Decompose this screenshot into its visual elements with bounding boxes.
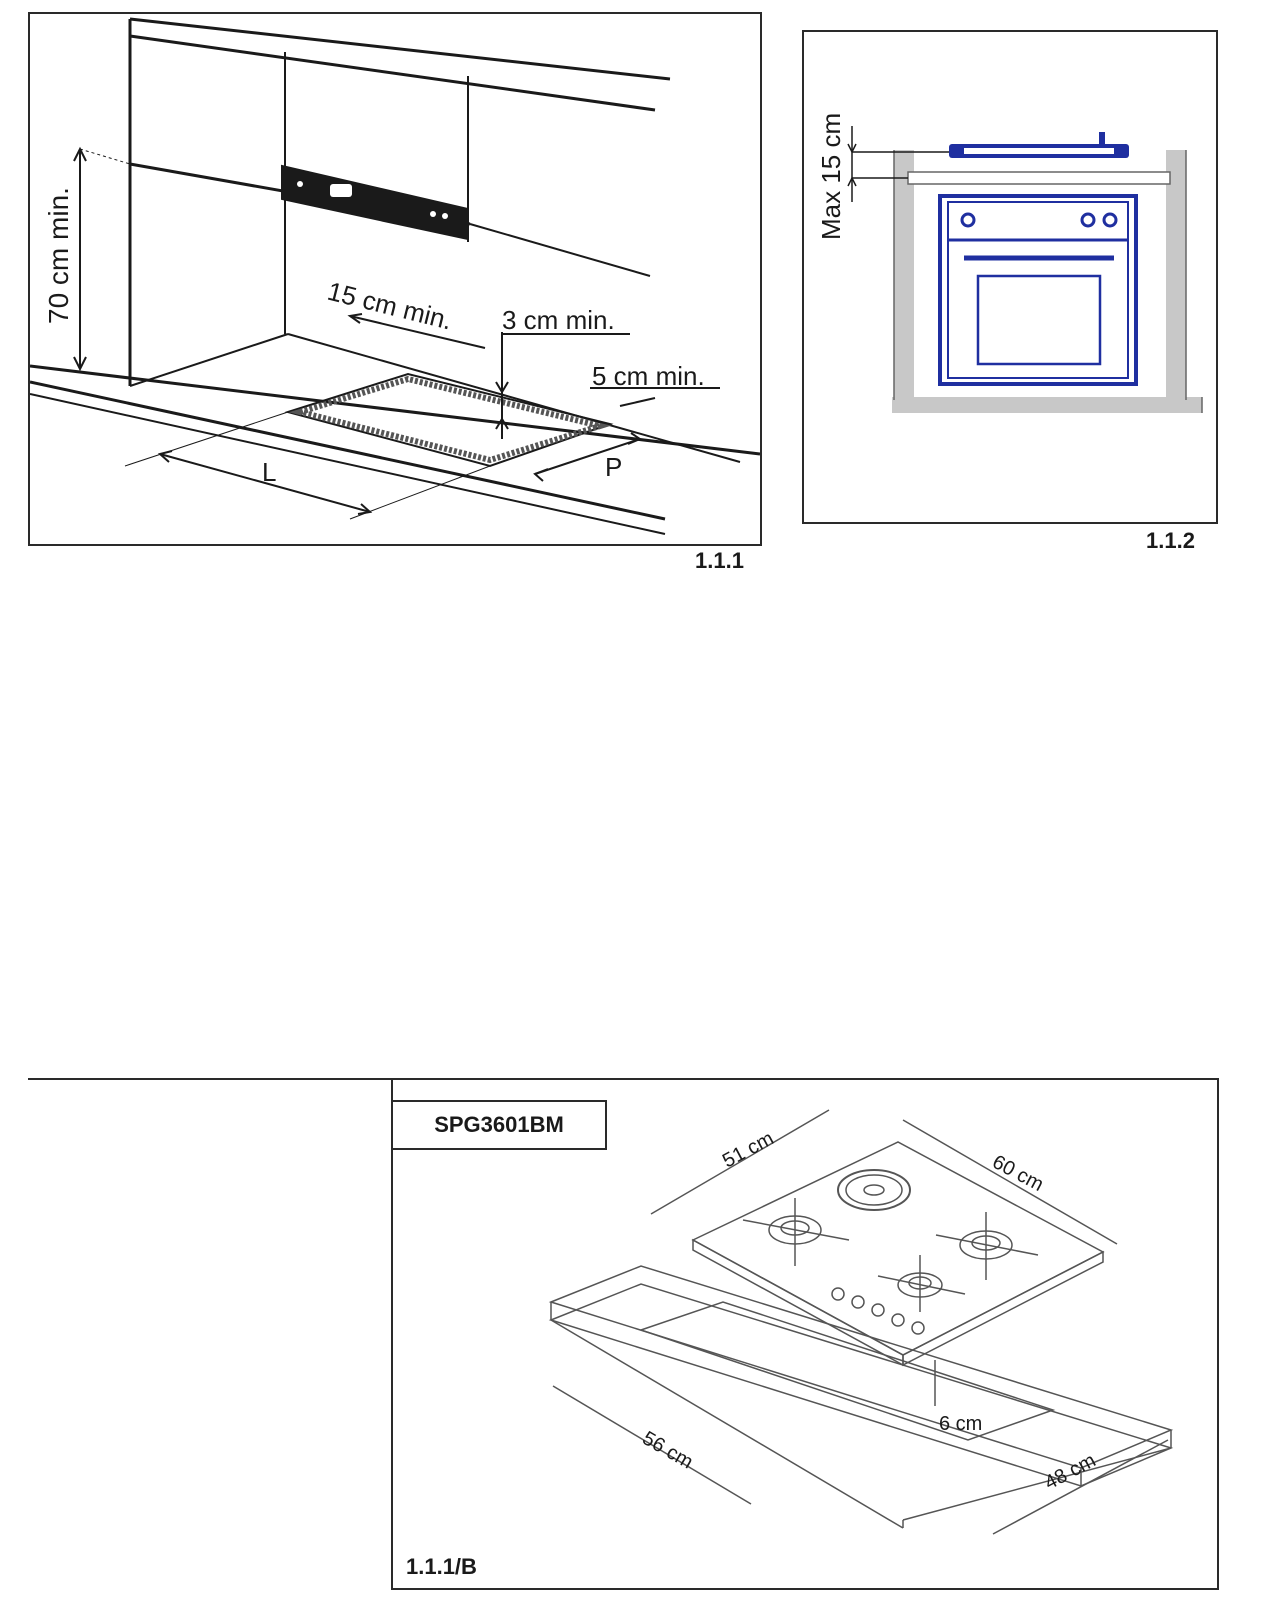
- caption-1-1-2: 1.1.2: [1146, 528, 1195, 553]
- divider-line: [28, 1078, 393, 1080]
- label-cut-depth: 48 cm: [1041, 1449, 1099, 1494]
- label-hob-width: 60 cm: [989, 1151, 1047, 1196]
- label-length: L: [262, 457, 276, 487]
- label-back-min: 5 cm min.: [592, 361, 705, 391]
- label-max-height: Max 15 cm: [816, 113, 846, 240]
- hob-cutout-diagram: 51 cm 60 cm 56 cm 48 cm 6 cm: [548, 1109, 1174, 1535]
- figure-1-1-1-b: 51 cm 60 cm 56 cm 48 cm 6 cm: [391, 1078, 1219, 1590]
- caption-1-1-1: 1.1.1: [695, 548, 744, 573]
- model-label: SPG3601BM: [391, 1100, 607, 1150]
- label-side-min: 15 cm min.: [325, 276, 456, 336]
- caption-1-1-1-b: 1.1.1/B: [406, 1554, 477, 1579]
- label-width: P: [605, 452, 622, 482]
- oven-under-hob-diagram: Max 15 cm: [816, 113, 1203, 413]
- label-depth-min: 3 cm min.: [502, 305, 615, 335]
- label-height-min: 70 cm min.: [43, 187, 74, 324]
- kitchen-clearance-diagram: 70 cm min. 15 cm min. 3 cm min. 5 cm min…: [30, 17, 760, 535]
- figure-1-1-2: Max 15 cm: [802, 30, 1218, 524]
- figure-1-1-1: 70 cm min. 15 cm min. 3 cm min. 5 cm min…: [28, 12, 762, 546]
- label-depth: 6 cm: [939, 1413, 982, 1435]
- label-cut-width: 56 cm: [639, 1427, 697, 1473]
- label-hob-depth: 51 cm: [719, 1127, 777, 1172]
